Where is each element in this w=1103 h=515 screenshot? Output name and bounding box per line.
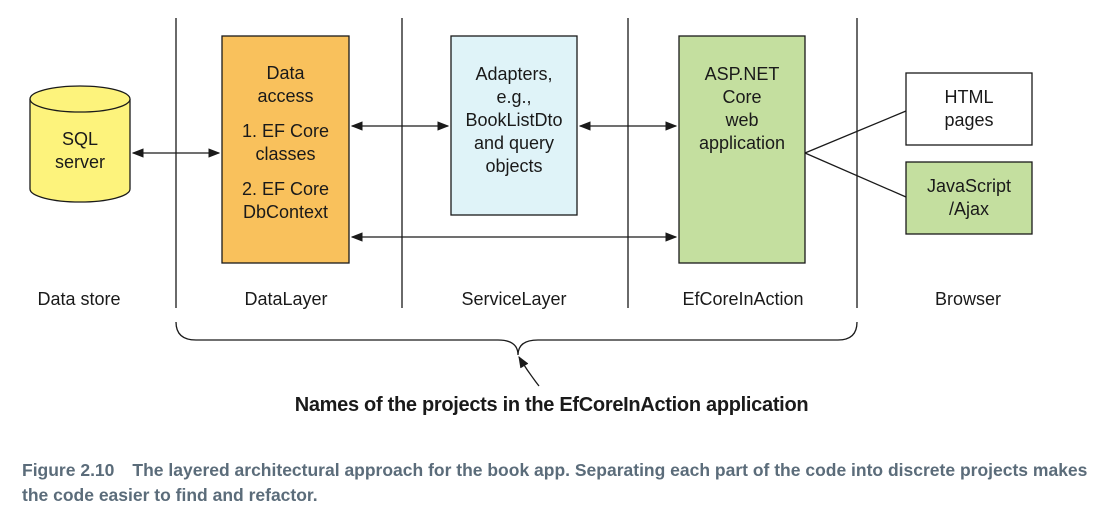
data-access-line-6: DbContext [242, 202, 329, 222]
projects-brace [175, 321, 858, 356]
data-access-label: Data access 1. EF Core classes 2. EF Cor… [222, 62, 349, 224]
data-access-line-4: classes [255, 144, 316, 164]
aspnet-line-4: application [698, 133, 786, 153]
data-access-line-2: access [257, 86, 314, 106]
column-label-service-layer: ServiceLayer [461, 289, 567, 309]
adapters-line-1: Adapters, [475, 64, 553, 84]
column-label-data-layer: DataLayer [244, 289, 328, 309]
column-label-browser: Browser [934, 289, 1002, 309]
aspnet-line-3: web [725, 110, 759, 130]
column-label-ef-core-in-action: EfCoreInAction [682, 289, 804, 309]
sql-server-line-1: SQL [61, 129, 99, 149]
javascript-line-2: /Ajax [948, 199, 990, 219]
adapters-line-3: BookListDto [465, 110, 563, 130]
adapters-label: Adapters, e.g., BookListDto and query ob… [451, 63, 577, 178]
connector-to-html [804, 110, 907, 154]
figure-caption-text: The layered architectural approach for t… [22, 460, 1088, 505]
aspnet-label: ASP.NET Core web application [679, 63, 805, 155]
brace-pointer-arrow [518, 355, 540, 387]
data-access-line-5: 2. EF Core [241, 179, 330, 199]
data-access-box [221, 35, 350, 264]
aspnet-box [678, 35, 806, 264]
adapters-line-2: e.g., [496, 87, 532, 107]
html-pages-line-2: pages [944, 110, 994, 130]
html-pages-label: HTML pages [906, 86, 1032, 132]
projects-caption: Names of the projects in the EfCoreInAct… [294, 394, 809, 416]
javascript-label: JavaScript /Ajax [906, 175, 1032, 221]
adapters-line-4: and query [473, 133, 555, 153]
html-pages-box [905, 72, 1033, 146]
adapters-box [450, 35, 578, 216]
sql-server-line-2: server [54, 152, 105, 172]
figure-number: Figure 2.10 [22, 460, 115, 480]
html-pages-line-1: HTML [944, 87, 994, 107]
sql-server-label: SQL server [30, 128, 130, 174]
connector-to-javascript [804, 152, 907, 198]
data-access-line-3: 1. EF Core [241, 121, 330, 141]
data-access-line-1: Data [266, 63, 305, 83]
javascript-box [905, 161, 1033, 235]
javascript-line-1: JavaScript [926, 176, 1012, 196]
aspnet-line-1: ASP.NET [704, 64, 780, 84]
sql-server-cylinder [29, 85, 131, 203]
aspnet-line-2: Core [722, 87, 762, 107]
column-label-data-store: Data store [37, 289, 121, 309]
adapters-line-5: objects [485, 156, 543, 176]
